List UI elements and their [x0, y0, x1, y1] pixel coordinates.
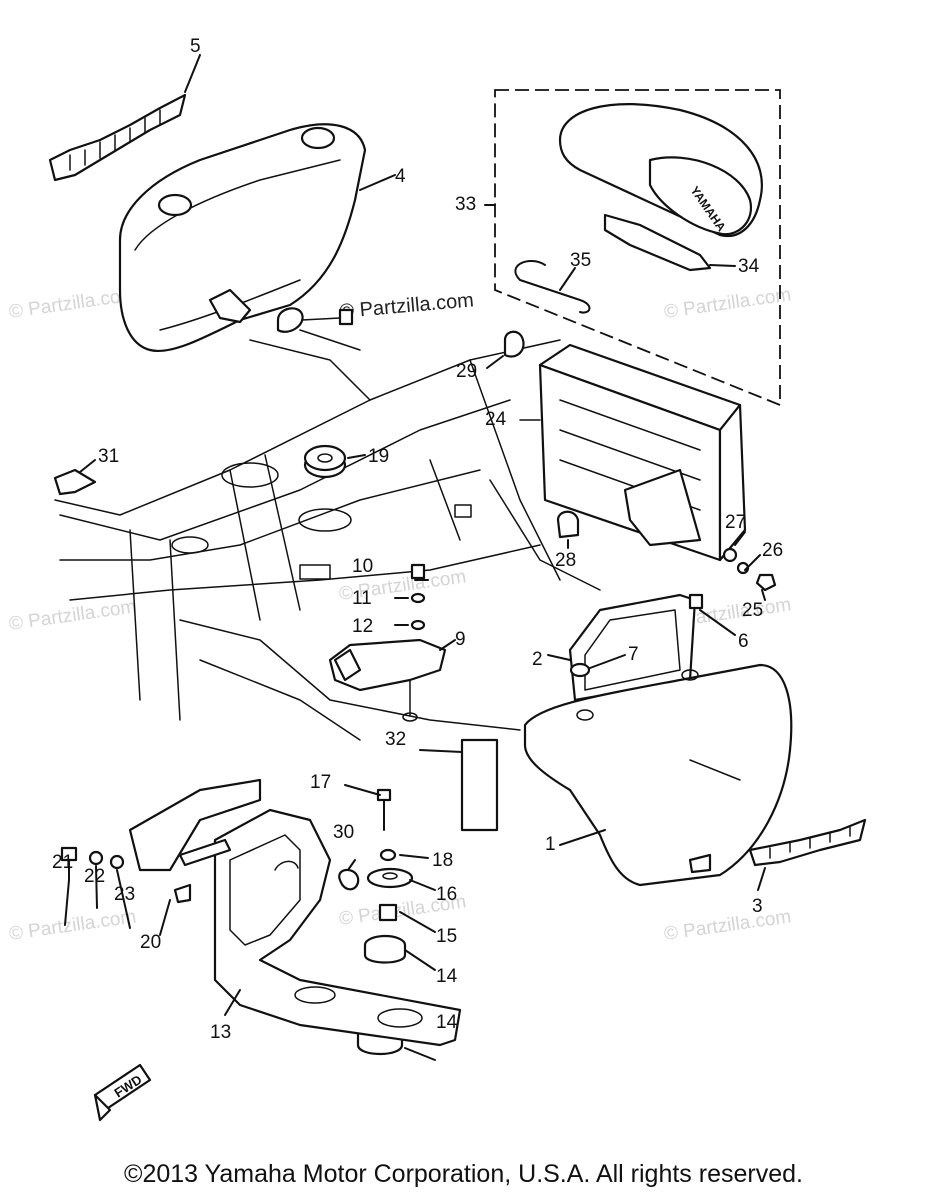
watermark-left-mid: © Partzilla.com: [8, 596, 138, 635]
grommet-29: [486, 330, 525, 369]
label-22: 22: [84, 866, 105, 887]
label-11: 11: [352, 588, 372, 609]
label-27: 27: [725, 512, 746, 533]
label-32: 32: [385, 729, 406, 750]
label-16: 16: [436, 884, 457, 905]
label-20: 20: [140, 932, 161, 953]
clip-28: [556, 510, 580, 549]
label-17: 17: [310, 772, 331, 793]
watermark-right-bottom: © Partzilla.com: [663, 906, 793, 945]
label-19: 19: [368, 446, 389, 467]
copyright-notice: ©2013 Yamaha Motor Corporation, U.S.A. A…: [124, 1160, 803, 1188]
label-4: 4: [395, 166, 406, 187]
leader-lines: [64, 531, 766, 1061]
label-12: 12: [352, 616, 373, 637]
label-2: 2: [532, 649, 543, 670]
label-34: 34: [738, 256, 760, 277]
side-cover-right: [523, 663, 793, 887]
fasteners-25-27: [722, 547, 777, 592]
label-26: 26: [762, 540, 783, 561]
label-25: 25: [742, 600, 763, 621]
battery-box: [519, 343, 747, 562]
decal-32: [419, 738, 499, 832]
side-cover-bracket-right: [547, 593, 736, 702]
fasteners-21-23: [60, 846, 125, 881]
label-3: 3: [752, 896, 763, 917]
label-24: 24: [485, 409, 507, 430]
label-10: 10: [352, 556, 373, 577]
watermark-left-bottom: © Partzilla.com: [8, 906, 138, 945]
label-9: 9: [455, 629, 466, 650]
label-29: 29: [456, 361, 477, 382]
label-21: 21: [52, 852, 73, 873]
label-23: 23: [114, 884, 135, 905]
label-30: 30: [333, 822, 354, 843]
watermark-right-top: © Partzilla.com: [663, 284, 793, 323]
forward-arrow: FWD: [93, 1063, 152, 1122]
bracket-31: [53, 459, 97, 496]
grommet-19: [303, 444, 366, 479]
frame-outline: [54, 329, 601, 741]
label-18: 18: [432, 850, 453, 871]
lock-assembly: [328, 563, 447, 722]
watermark-left-top: © Partzilla.com: [8, 284, 138, 323]
part-labels: 5 4 33 35 34 29 24 31 19 27 26 28 10 11 …: [52, 36, 783, 1043]
label-1: 1: [545, 834, 556, 855]
battery-tray: [128, 778, 462, 1047]
label-14-lower: 14: [436, 1012, 458, 1033]
label-15: 15: [436, 926, 457, 947]
label-31: 31: [98, 446, 119, 467]
label-7: 7: [628, 644, 639, 665]
label-14-upper: 14: [436, 966, 458, 987]
label-5: 5: [190, 36, 201, 57]
watermark-center-top: © Partzilla.com: [339, 289, 475, 323]
label-28: 28: [555, 550, 576, 571]
seat-assembly: YAMAHA: [484, 89, 781, 407]
label-35: 35: [570, 250, 591, 271]
cap-30: [338, 868, 360, 891]
side-cover-emblem-right: [748, 818, 867, 891]
side-cover-left: [118, 123, 396, 353]
label-33: 33: [455, 194, 476, 215]
side-cover-emblem-left: [48, 54, 201, 182]
label-6: 6: [738, 631, 749, 652]
label-13: 13: [210, 1022, 231, 1043]
